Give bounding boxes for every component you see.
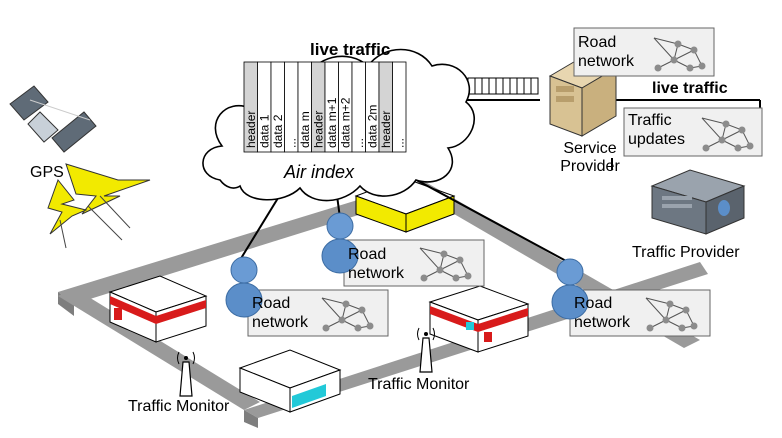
air-index-cell-label: data 1 [257,114,271,148]
air-index-cell-label: data 2m [365,105,379,148]
gps-label: GPS [30,164,64,181]
road-network-label-left: Road network [252,294,308,332]
air-index-cell-label: data m+1 [325,97,339,148]
cloud-title: live traffic [310,40,391,59]
road-network-line2: network [252,314,309,331]
packet-stream-icon [467,77,539,95]
traffic-updates-line1: Traffic [628,112,672,129]
road-graph-box-middle [343,239,485,287]
air-index-cell-label: header [311,111,325,148]
road-network-line1: Road [578,34,617,51]
road-network-line1: Road [348,246,387,263]
road-network-label-top: Road network [578,33,634,71]
building-red-left [108,275,208,343]
air-index-cell-label: ... [352,138,366,148]
gps-satellite-icon [9,85,97,153]
road-network-line2: network [348,265,405,282]
service-provider-label: Service Provider [548,140,632,176]
traffic-updates-box [623,107,763,157]
traffic-provider-label: Traffic Provider [632,244,740,261]
air-index-cell-label: data m [298,111,312,148]
road-network-line2: network [574,314,631,331]
road-network-line2: network [578,53,635,70]
gps-signal-bolts [47,163,151,249]
air-index-cell-label: header [244,111,258,148]
service-provider-line1: Service [563,140,617,157]
road-graph-box-right [569,289,711,337]
road-network-line1: Road [252,295,291,312]
road-network-line1: Road [574,295,613,312]
traffic-updates-line2: updates [628,131,685,148]
traffic-provider-server-icon [650,169,746,235]
air-index-cell-label: data 2 [271,114,285,148]
air-index-data-cell [392,61,407,153]
road-graph-box-top [573,27,715,77]
air-index-cell-label: ... [284,138,298,148]
road-network-label-middle: Road network [348,245,404,283]
air-index-cell-label: data m+2 [338,97,352,148]
traffic-updates-label: Traffic updates [628,111,685,149]
traffic-monitor-label-left: Traffic Monitor [128,398,230,415]
service-provider-line2: Provider [560,158,620,175]
live-traffic-link-label: live traffic [652,80,728,97]
road-network-label-right: Road network [574,294,630,332]
building-red-right [428,285,530,353]
road-graph-box-left [247,289,389,337]
building-cyan [238,349,342,413]
air-index-caption: Air index [284,162,355,182]
air-index-cell-label: header [379,111,393,148]
traffic-monitor-label-right: Traffic Monitor [368,376,470,393]
air-index-cell-label: ... [392,138,406,148]
